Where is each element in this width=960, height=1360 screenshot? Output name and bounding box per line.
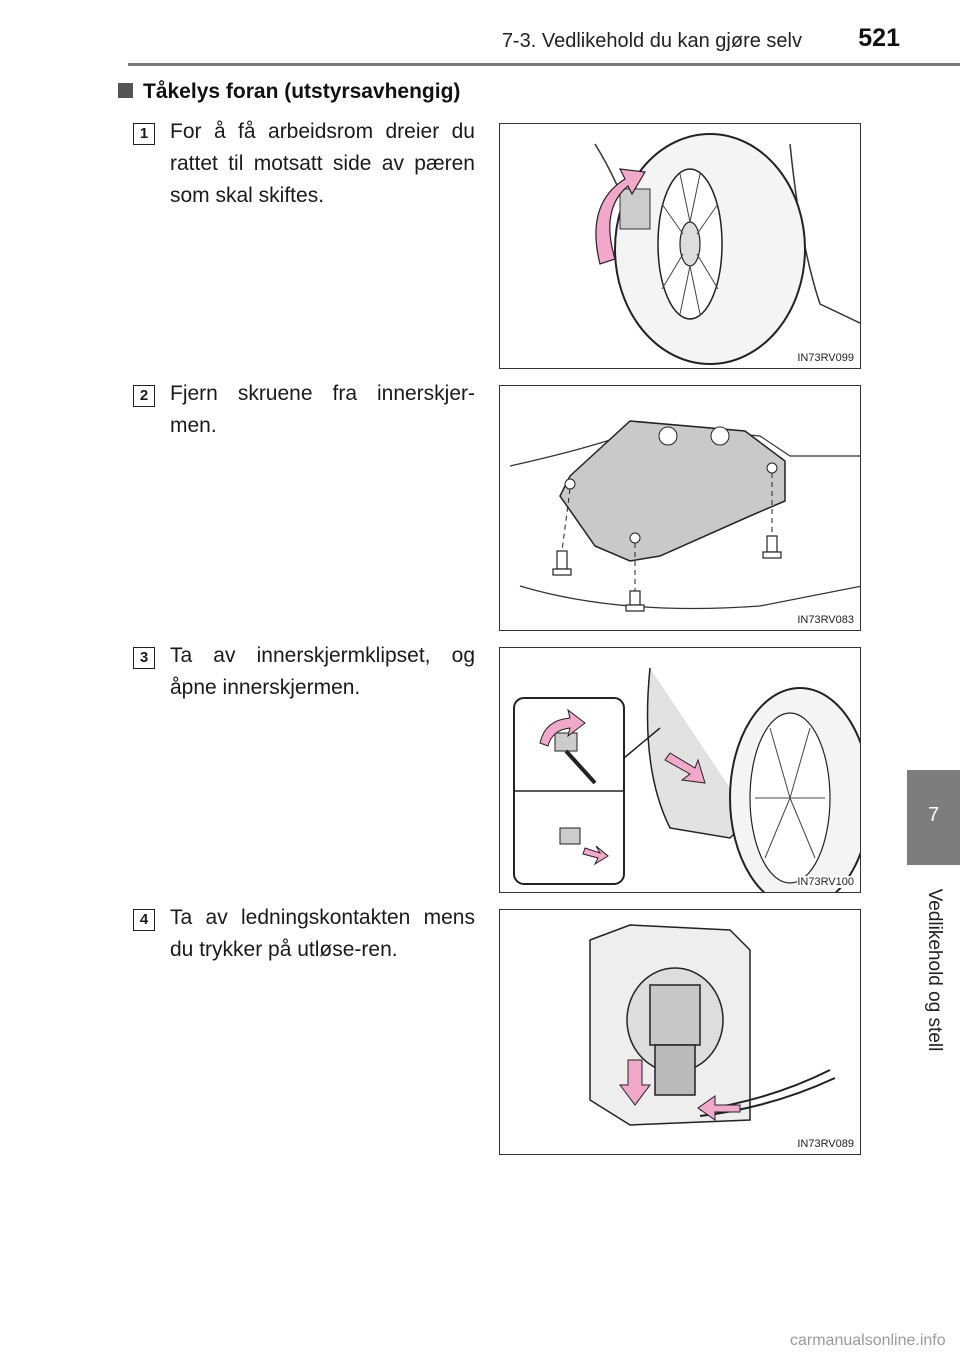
figure-step-4: IN73RV089 — [499, 909, 861, 1155]
fog-lamp-connector-illustration — [589, 924, 836, 1126]
step-4-text: Ta av ledningskontakten mens du trykker … — [170, 906, 475, 961]
chapter-tab-number: 7 — [927, 804, 940, 826]
section-title: Tåkelys foran (utstyrsavhengig) — [118, 80, 460, 104]
step-2-text: Fjern skruene fra innerskjer-men. — [170, 382, 475, 437]
footer-watermark: carmanualsonline.info — [790, 1332, 946, 1349]
fender-clip-illustration — [513, 667, 860, 892]
chapter-tab: 7 — [907, 770, 960, 865]
figure-step-1: IN73RV099 — [499, 123, 861, 369]
step-3-number: 3 — [133, 647, 155, 669]
step-4-number: 4 — [133, 909, 155, 931]
figure-code-step-3: IN73RV100 — [797, 876, 854, 888]
step-1-text: For å få arbeidsrom dreier du rattet til… — [170, 120, 475, 207]
square-bullet-icon — [118, 83, 133, 98]
figure-step-3: IN73RV100 — [499, 647, 861, 893]
page-number: 521 — [858, 24, 900, 52]
inner-fender-screws-illustration — [509, 420, 860, 612]
running-header-title: 7-3. Vedlikehold du kan gjøre selv — [501, 30, 802, 52]
figure-code-step-1: IN73RV099 — [797, 352, 854, 364]
figure-code-step-4: IN73RV089 — [797, 1138, 854, 1150]
header-rule — [128, 63, 960, 66]
step-2-number: 2 — [133, 385, 155, 407]
section-title-text: Tåkelys foran (utstyrsavhengig) — [143, 80, 461, 103]
chapter-tab-label: Vedlikehold og stell — [924, 888, 945, 1052]
figure-code-step-2: IN73RV083 — [797, 614, 854, 626]
step-1-number: 1 — [133, 123, 155, 145]
step-3-text: Ta av innerskjermklipset, og åpne inners… — [170, 644, 475, 699]
figure-step-2: IN73RV083 — [499, 385, 861, 631]
wheel-turn-illustration — [594, 133, 860, 365]
